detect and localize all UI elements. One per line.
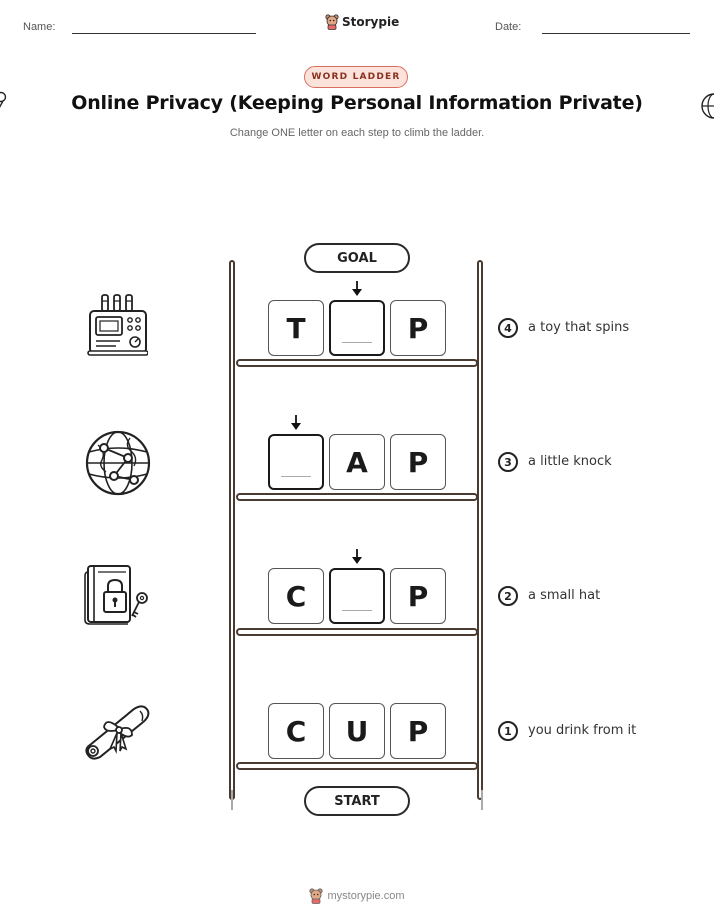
arrow-down-icon [352,549,362,564]
step-number: 3 [498,452,518,472]
letter-blank-input[interactable] [268,434,324,490]
clue-text: a little knock [528,454,612,469]
clue-text: a toy that spins [528,320,630,335]
activity-badge: WORD LADDER [304,66,408,88]
letter-blank-input[interactable] [329,300,385,356]
name-line[interactable] [72,33,256,34]
ladder-rung [236,493,478,501]
bear-mascot-icon [325,14,339,30]
clue-text: you drink from it [528,723,637,738]
scroll-ribbon-icon [85,705,150,760]
letter-tile: C [268,568,324,624]
page-title: Online Privacy (Keeping Personal Informa… [71,92,643,114]
key-icon [0,91,7,108]
name-label: Name: [23,21,56,33]
ladder-row-step-3: A P 3 a little knock [0,415,714,496]
letter-tile: C [268,703,324,759]
step-number: 1 [498,721,518,741]
ladder-row-step-2: C P 2 a small hat [0,549,714,625]
clue-text: a small hat [528,588,601,603]
brand-name: Storypie [342,15,400,29]
date-label: Date: [495,21,522,33]
letter-tile: P [390,703,446,759]
letter-tile: P [390,568,446,624]
brand-logo: Storypie [325,14,399,30]
ladder-rung [236,762,478,770]
ladder-row-step-4: T P 4 a toy that spins [0,281,714,356]
bear-mascot-icon [309,888,324,904]
letter-tile: A [329,434,385,490]
instructions: Change ONE letter on each step to climb … [229,127,485,139]
letter-tile: U [329,703,385,759]
locked-diary-icon [84,565,148,625]
ladder-rung [236,628,478,636]
ladder-row-step-1: C U P 1 you drink from it [0,703,714,760]
arrow-down-icon [352,281,362,296]
globe-icon [701,93,714,119]
date-line[interactable] [542,33,690,34]
arrow-down-icon [291,415,301,430]
router-device-icon [87,294,148,356]
ladder-rail-right [477,260,483,800]
ladder-rung [236,359,478,367]
letter-tile: P [390,300,446,356]
letter-tile: P [390,434,446,490]
footer-url[interactable]: mystorypie.com [327,890,405,902]
step-number: 2 [498,586,518,606]
letter-blank-input[interactable] [329,568,385,624]
footer: mystorypie.com [0,888,714,904]
letter-tile: T [268,300,324,356]
goal-label: GOAL [304,243,410,273]
step-number: 4 [498,318,518,338]
globe-network-icon [85,430,151,496]
start-label: START [304,786,410,816]
